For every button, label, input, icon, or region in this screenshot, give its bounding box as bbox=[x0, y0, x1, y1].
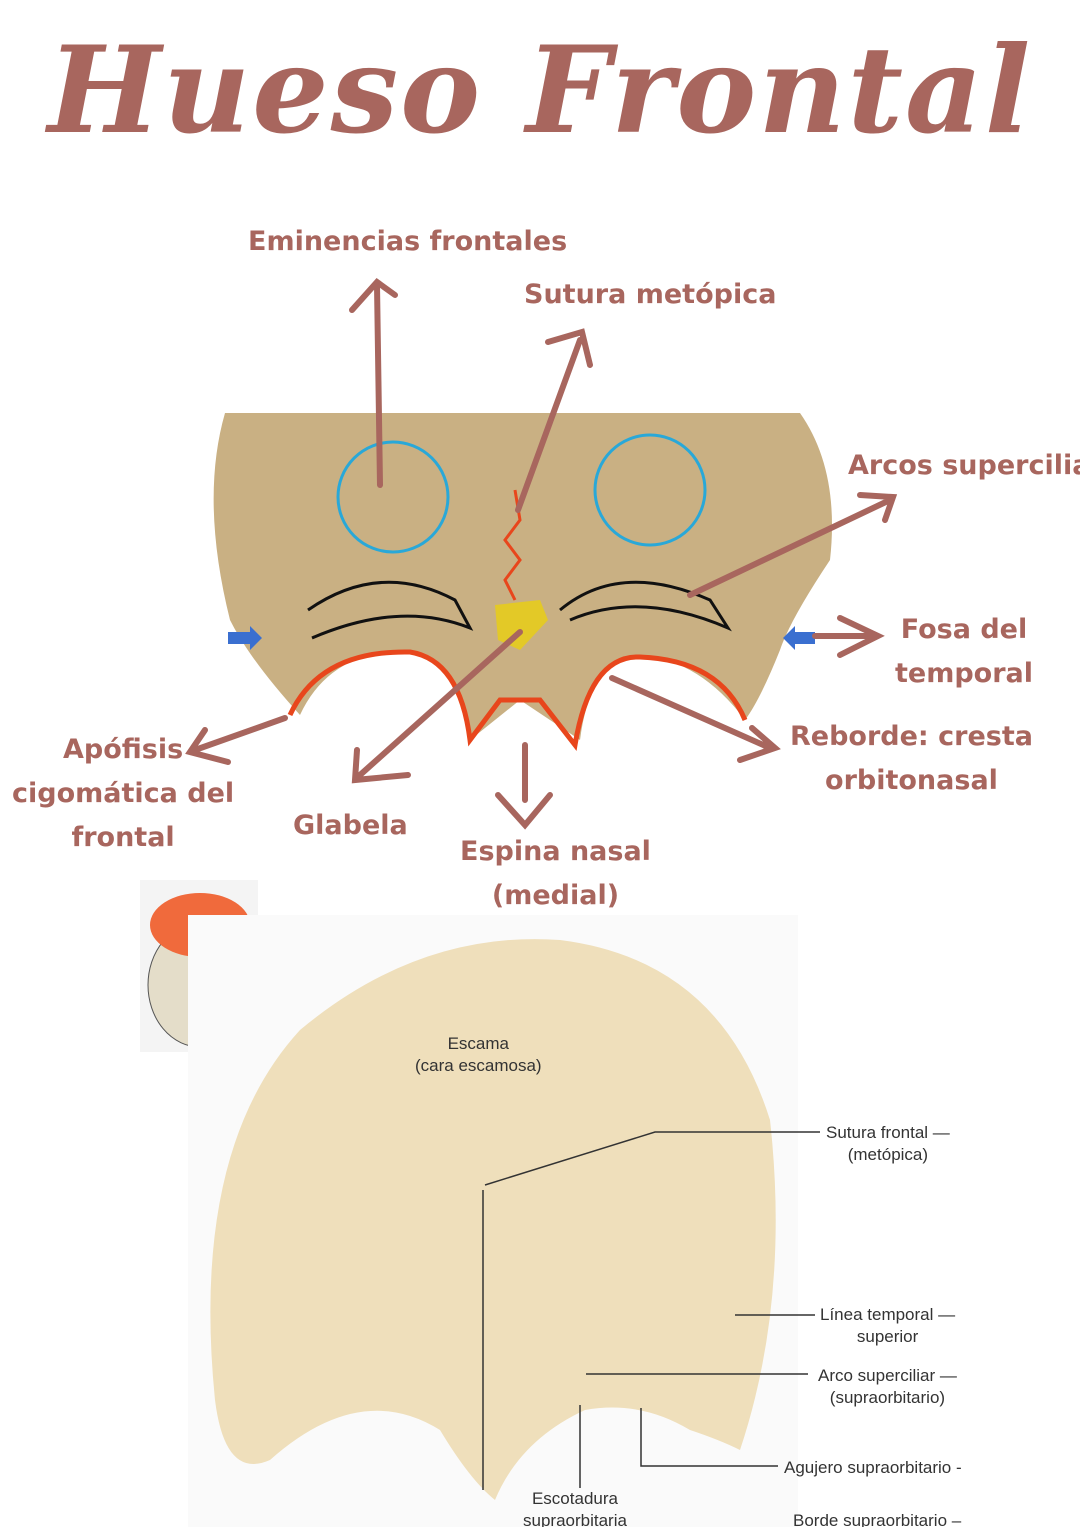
label-linea-temporal: Línea temporal —superior bbox=[820, 1305, 956, 1346]
glabela-shape bbox=[495, 600, 548, 650]
blue-arrow-right bbox=[783, 626, 815, 650]
label-escama: Escama(cara escamosa) bbox=[415, 1034, 542, 1075]
orbital-rim-outline bbox=[287, 649, 748, 752]
label-sutura-frontal: Sutura frontal —(metópica) bbox=[826, 1123, 950, 1164]
page-title: Hueso Frontal bbox=[47, 20, 1033, 161]
label-agujero-supraorbitario: Agujero supraorbitario - bbox=[784, 1458, 962, 1477]
frontal-bone-photo bbox=[213, 413, 833, 740]
label-arco-superciliar: Arco superciliar —(supraorbitario) bbox=[818, 1366, 957, 1407]
label-eminencias-frontales: Eminencias frontales bbox=[248, 226, 568, 257]
label-espina-nasal: Espina nasal(medial) bbox=[460, 836, 651, 911]
eminence-circle-left bbox=[336, 440, 450, 554]
label-sutura-metopica: Sutura metópica bbox=[524, 279, 777, 310]
label-glabela: Glabela bbox=[293, 810, 408, 841]
eminence-circle-right bbox=[593, 433, 707, 547]
metopic-suture bbox=[503, 489, 522, 601]
leader-lines bbox=[482, 1131, 820, 1490]
frontal-bone-drawing bbox=[210, 939, 776, 1500]
label-arrows bbox=[185, 277, 898, 830]
superciliary-arc-left bbox=[307, 580, 474, 640]
blue-arrow-left bbox=[228, 626, 262, 650]
label-borde-supraorbitario: Borde supraorbitario – bbox=[793, 1511, 962, 1527]
label-arcos-superciliares: Arcos superciliares bbox=[848, 450, 1080, 481]
superciliary-arc-right bbox=[559, 580, 732, 632]
